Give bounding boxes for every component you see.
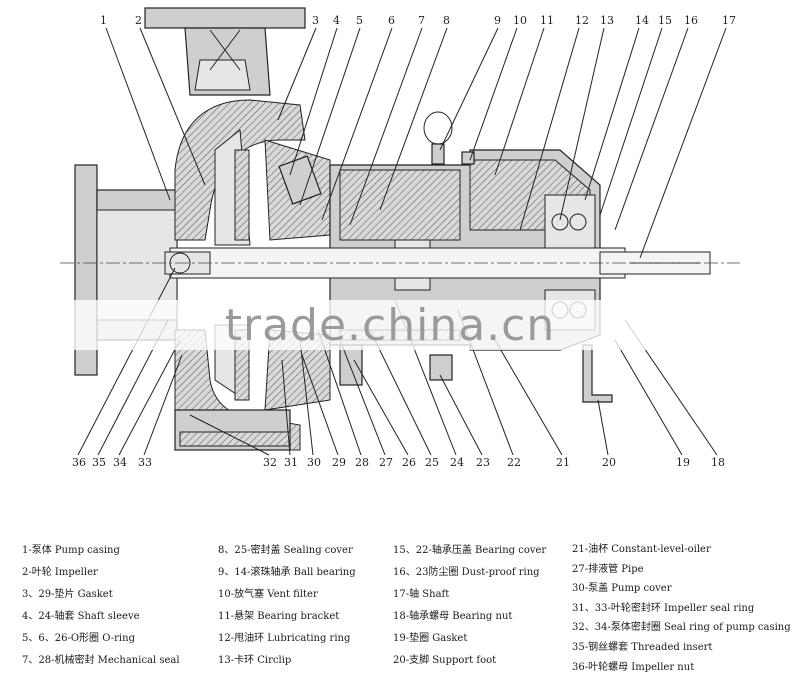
- pump-casing: [174, 99, 306, 451]
- callout-label: 22: [507, 456, 521, 469]
- top-callouts: 1 2 3 4 5 6 7 8 9 10 11 12 13 14 15 16 1…: [100, 14, 736, 27]
- callout-label: 30: [307, 456, 321, 469]
- legend-item: 35-钢丝螺套 Threaded insert: [572, 641, 713, 653]
- vent-plug: [461, 151, 475, 165]
- callout-label: 33: [138, 456, 152, 469]
- legend-column-3: 15、22-轴承压盖 Bearing cover 16、23防尘圈 Dust-p…: [393, 540, 546, 672]
- callout-label: 35: [92, 456, 106, 469]
- legend-item: 21-油杯 Constant-level-oiler: [572, 544, 711, 555]
- legend-item: 8、25-密封盖 Sealing cover: [218, 545, 353, 556]
- legend-item: 11-悬架 Bearing bracket: [218, 611, 340, 622]
- callout-label: 14: [635, 14, 649, 27]
- callout-label: 11: [540, 14, 554, 27]
- discharge-nozzle: [144, 7, 306, 96]
- legend-item: 4、24-轴套 Shaft sleeve: [22, 611, 140, 622]
- callout-label: 1: [100, 14, 107, 27]
- legend-item: 18-轴承螺母 Bearing nut: [393, 611, 513, 622]
- callout-label: 31: [284, 456, 298, 469]
- callout-label: 32: [263, 456, 277, 469]
- callout-label: 5: [356, 14, 363, 27]
- legend-column-1: 1-泵体 Pump casing 2-叶轮 Impeller 3、29-垫片 G…: [22, 540, 180, 672]
- legend-item: 30-泵盖 Pump cover: [572, 583, 672, 595]
- legend-item: 3、29-垫片 Gasket: [22, 589, 113, 600]
- legend-item: 13-卡环 Circlip: [218, 655, 292, 666]
- legend-item: 36-叶轮螺母 Impeller nut: [572, 661, 695, 673]
- legend-item: 15、22-轴承压盖 Bearing cover: [393, 545, 547, 556]
- legend-column-4: 21-油杯 Constant-level-oiler 27-排液管 Pipe 3…: [572, 540, 791, 677]
- legend-item: 2-叶轮 Impeller: [22, 567, 98, 578]
- legend-item: 16、23防尘圈 Dust-proof ring: [393, 567, 540, 578]
- legend-item: 19-垫圈 Gasket: [393, 633, 468, 644]
- legend-item: 1-泵体 Pump casing: [22, 545, 120, 556]
- support-foot: [582, 344, 613, 403]
- callout-label: 3: [312, 14, 319, 27]
- top-leader-lines: [105, 27, 727, 259]
- callout-label: 26: [402, 456, 416, 469]
- callout-label: 23: [476, 456, 490, 469]
- legend-column-2: 8、25-密封盖 Sealing cover 9、14-滚珠轴承 Ball be…: [218, 540, 356, 672]
- bottom-callouts: 36 35 34 33 32 31 30 29 28 27 26 25 24 2…: [72, 456, 725, 469]
- callout-label: 2: [135, 14, 142, 27]
- callout-label: 29: [332, 456, 346, 469]
- callout-label: 16: [684, 14, 698, 27]
- callout-label: 24: [450, 456, 464, 469]
- parts-legend: 1-泵体 Pump casing 2-叶轮 Impeller 3、29-垫片 G…: [0, 520, 800, 680]
- legend-item: 10-放气塞 Vent filter: [218, 589, 318, 600]
- callout-label: 34: [113, 456, 127, 469]
- watermark-overlay: trade.china.cn: [70, 299, 710, 351]
- callout-label: 19: [676, 456, 690, 469]
- legend-item: 5、6、26-O形圈 O-ring: [22, 633, 135, 644]
- callout-label: 9: [494, 14, 501, 27]
- callout-label: 27: [379, 456, 393, 469]
- callout-label: 15: [658, 14, 672, 27]
- lifting-eye: [423, 111, 453, 165]
- legend-item: 7、28-机械密封 Mechanical seal: [22, 655, 180, 666]
- legend-item: 27-排液管 Pipe: [572, 563, 644, 575]
- callout-label: 6: [388, 14, 395, 27]
- callout-label: 25: [425, 456, 439, 469]
- callout-label: 28: [355, 456, 369, 469]
- callout-label: 18: [711, 456, 725, 469]
- legend-item: 17-轴 Shaft: [393, 589, 450, 600]
- legend-item: 12-甩油环 Lubricating ring: [218, 633, 351, 644]
- callout-label: 8: [443, 14, 450, 27]
- callout-label: 12: [575, 14, 589, 27]
- legend-item: 9、14-滚珠轴承 Ball bearing: [218, 567, 356, 578]
- callout-label: 13: [600, 14, 614, 27]
- legend-item: 20-支脚 Support foot: [393, 655, 497, 666]
- callout-label: 10: [513, 14, 527, 27]
- legend-item: 31、33-叶轮密封环 Impeller seal ring: [572, 602, 755, 614]
- watermark-text: trade.china.cn: [224, 299, 556, 351]
- callout-label: 20: [602, 456, 616, 469]
- callout-label: 17: [722, 14, 736, 27]
- pump-cross-section-diagram: 1 2 3 4 5 6 7 8 9 10 11 12 13 14 15 16 1…: [60, 7, 740, 469]
- bottom-leader-lines: [77, 267, 718, 456]
- callout-label: 7: [418, 14, 425, 27]
- callout-label: 36: [72, 456, 86, 469]
- callout-label: 21: [556, 456, 570, 469]
- legend-item: 32、34-泵体密封圈 Seal ring of pump casing: [572, 622, 791, 634]
- callout-label: 4: [333, 14, 340, 27]
